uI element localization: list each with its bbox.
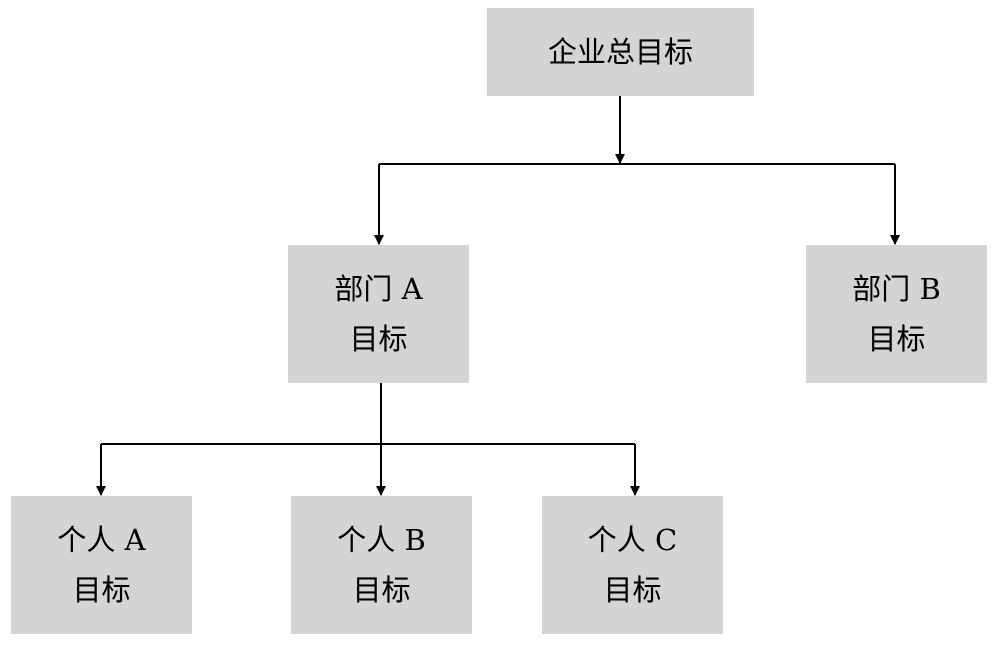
node-individual-c: 个人 C 目标 <box>542 496 723 634</box>
node-department-b: 部门 B 目标 <box>806 245 987 383</box>
node-individual-c-subtitle: 目标 <box>603 573 662 607</box>
node-department-a-subtitle: 目标 <box>349 322 408 356</box>
node-individual-b: 个人 B 目标 <box>291 496 472 634</box>
node-enterprise-goal: 企业总目标 <box>487 8 754 96</box>
node-individual-b-title: 个人 B <box>337 523 426 557</box>
node-department-a-title: 部门 A <box>334 272 423 306</box>
node-department-b-title: 部门 B <box>852 272 941 306</box>
node-individual-b-subtitle: 目标 <box>352 573 411 607</box>
node-department-a: 部门 A 目标 <box>288 245 469 383</box>
node-individual-a-subtitle: 目标 <box>72 573 131 607</box>
node-individual-c-title: 个人 C <box>587 523 678 557</box>
node-individual-a-title: 个人 A <box>57 523 146 557</box>
node-individual-a: 个人 A 目标 <box>11 496 192 634</box>
node-enterprise-goal-label: 企业总目标 <box>547 35 693 69</box>
node-department-b-subtitle: 目标 <box>867 322 926 356</box>
